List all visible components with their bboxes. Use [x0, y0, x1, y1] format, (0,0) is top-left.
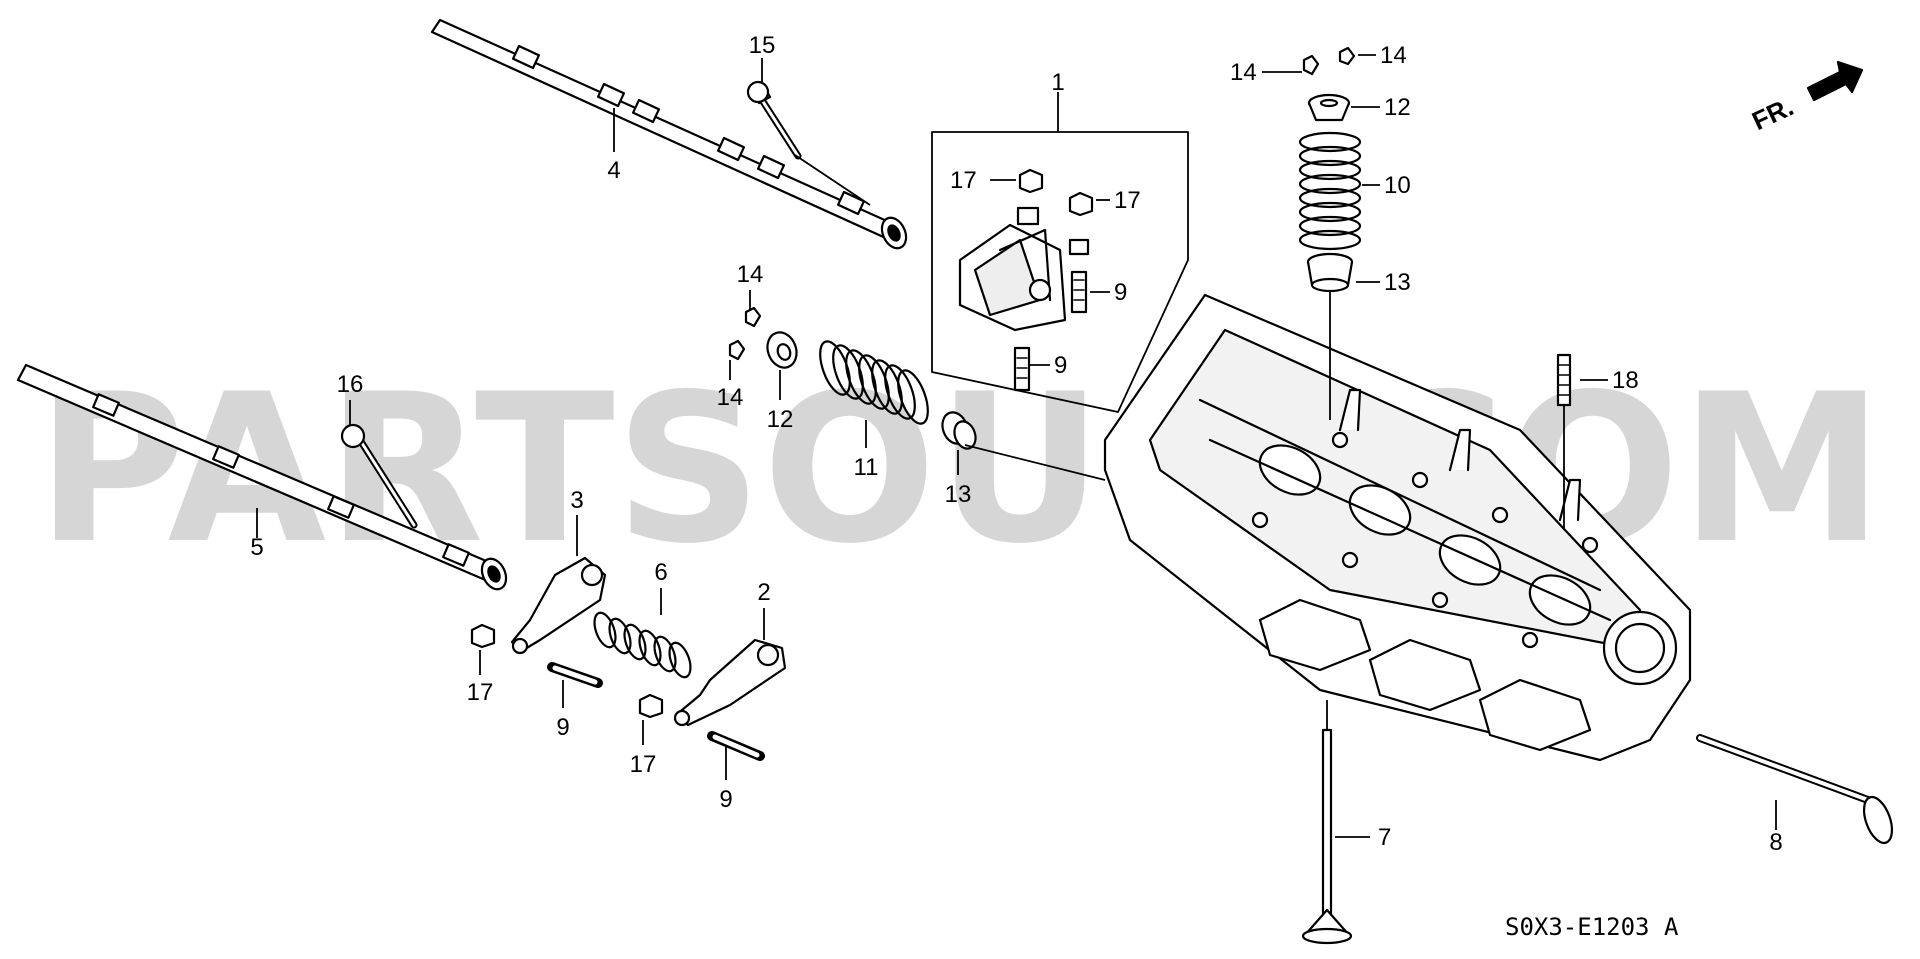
- valve-cotter-14-mid-lower[interactable]: [728, 339, 746, 361]
- callout-9-lower-left: 9: [556, 714, 569, 741]
- callout-18: 18: [1612, 367, 1639, 394]
- callout-4: 4: [607, 157, 620, 184]
- nut-17-box-right[interactable]: [1068, 191, 1094, 217]
- callout-10: 10: [1384, 172, 1411, 199]
- callout-11: 11: [854, 454, 879, 481]
- valve-cotter-14-upper-left[interactable]: [1302, 54, 1320, 76]
- callout-14-mid-upper: 14: [737, 261, 764, 288]
- valve-spring-11[interactable]: [814, 338, 934, 428]
- valve-cotter-14-mid-upper[interactable]: [744, 306, 762, 328]
- valve-spring-10[interactable]: [1298, 131, 1362, 251]
- rocker-spring-6[interactable]: [590, 610, 694, 680]
- callout-8: 8: [1769, 829, 1782, 856]
- diagram-code: S0X3-E1203 A: [1505, 913, 1679, 941]
- front-arrow-icon: [1806, 60, 1864, 102]
- callout-3: 3: [570, 487, 583, 514]
- callout-17-box-right: 17: [1114, 187, 1141, 214]
- callout-13-mid: 13: [945, 481, 972, 508]
- callout-16: 16: [337, 371, 364, 398]
- leader-lines: [256, 54, 1777, 838]
- callout-5: 5: [250, 534, 263, 561]
- rocker-arm-assembly[interactable]: [958, 206, 1090, 392]
- spring-retainer-12-upper[interactable]: [1307, 93, 1351, 122]
- callout-15: 15: [749, 32, 776, 59]
- stud-18[interactable]: [1556, 353, 1572, 407]
- direction-label: FR.: [1747, 91, 1798, 136]
- nut-17-box-left[interactable]: [1018, 168, 1044, 194]
- valve-stem-seal-13-mid[interactable]: [938, 409, 979, 452]
- callout-12-upper: 12: [1384, 94, 1411, 121]
- adjust-screw-9-lower-left[interactable]: [547, 662, 603, 688]
- callout-17-box-left: 17: [950, 167, 977, 194]
- callout-9-box-upper: 9: [1114, 279, 1127, 306]
- nut-17-lower-mid[interactable]: [638, 693, 664, 719]
- callout-2: 2: [757, 579, 770, 606]
- valve-cotter-14-upper-right[interactable]: [1338, 46, 1356, 66]
- nut-17-lower-left[interactable]: [470, 623, 496, 649]
- callout-14-upper-right: 14: [1380, 42, 1407, 69]
- rocker-assembly-box: [931, 131, 1189, 413]
- bolt-15[interactable]: [746, 80, 802, 160]
- callout-14-upper-left: 14: [1230, 59, 1257, 86]
- valve-8[interactable]: [1696, 734, 1897, 847]
- callout-12-mid: 12: [767, 406, 794, 433]
- rocker-arm-3[interactable]: [510, 556, 607, 655]
- callout-9-box-lower: 9: [1054, 352, 1067, 379]
- callout-13-upper: 13: [1384, 269, 1411, 296]
- callout-17-lower-mid: 17: [630, 751, 657, 778]
- cylinder-head[interactable]: [1103, 293, 1692, 762]
- rocker-arm-2[interactable]: [673, 638, 787, 727]
- callout-1: 1: [1051, 69, 1064, 96]
- callout-6: 6: [654, 559, 667, 586]
- callout-17-lower-left: 17: [467, 679, 494, 706]
- callout-7: 7: [1378, 824, 1391, 851]
- bolt-16[interactable]: [340, 423, 418, 529]
- callout-14-mid-lower: 14: [717, 384, 744, 411]
- adjust-screw-9-lower-mid[interactable]: [707, 731, 765, 761]
- rocker-shaft-upper[interactable]: [430, 18, 911, 252]
- valve-stem-seal-13-upper[interactable]: [1306, 252, 1354, 293]
- rocker-shaft-lower[interactable]: [16, 363, 511, 593]
- callout-9-lower-mid: 9: [719, 786, 732, 813]
- spring-retainer-12-mid[interactable]: [763, 328, 802, 371]
